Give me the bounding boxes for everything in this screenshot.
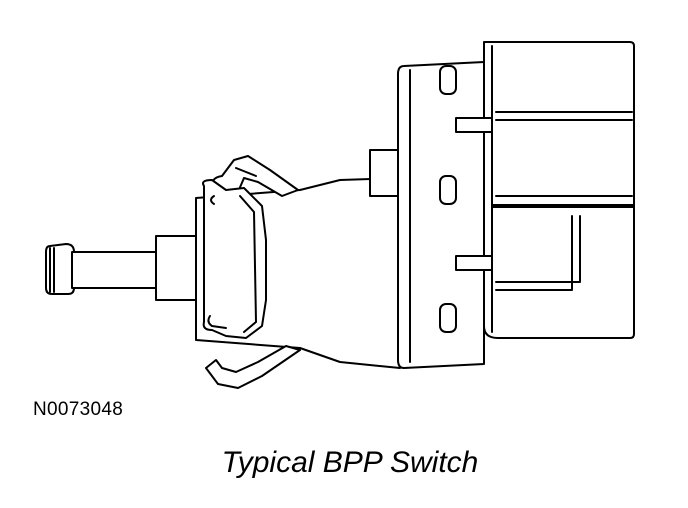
terminal-tab-upper (455, 117, 493, 133)
clip-housing (202, 179, 267, 339)
plunger-tip (45, 243, 75, 295)
lower-retainer-clip (205, 345, 301, 389)
figure-caption: Typical BPP Switch (221, 446, 479, 479)
flange-slot-top (439, 65, 457, 95)
connector-housing (455, 41, 635, 339)
flange-slot-middle (439, 175, 457, 205)
flange-slot-bottom (439, 303, 457, 333)
plunger-shaft (71, 251, 159, 289)
terminal-tab-lower (455, 255, 493, 271)
figure-reference-code: N0073048 (33, 399, 124, 420)
mounting-flange (397, 61, 485, 369)
shaft-collar (155, 235, 197, 301)
